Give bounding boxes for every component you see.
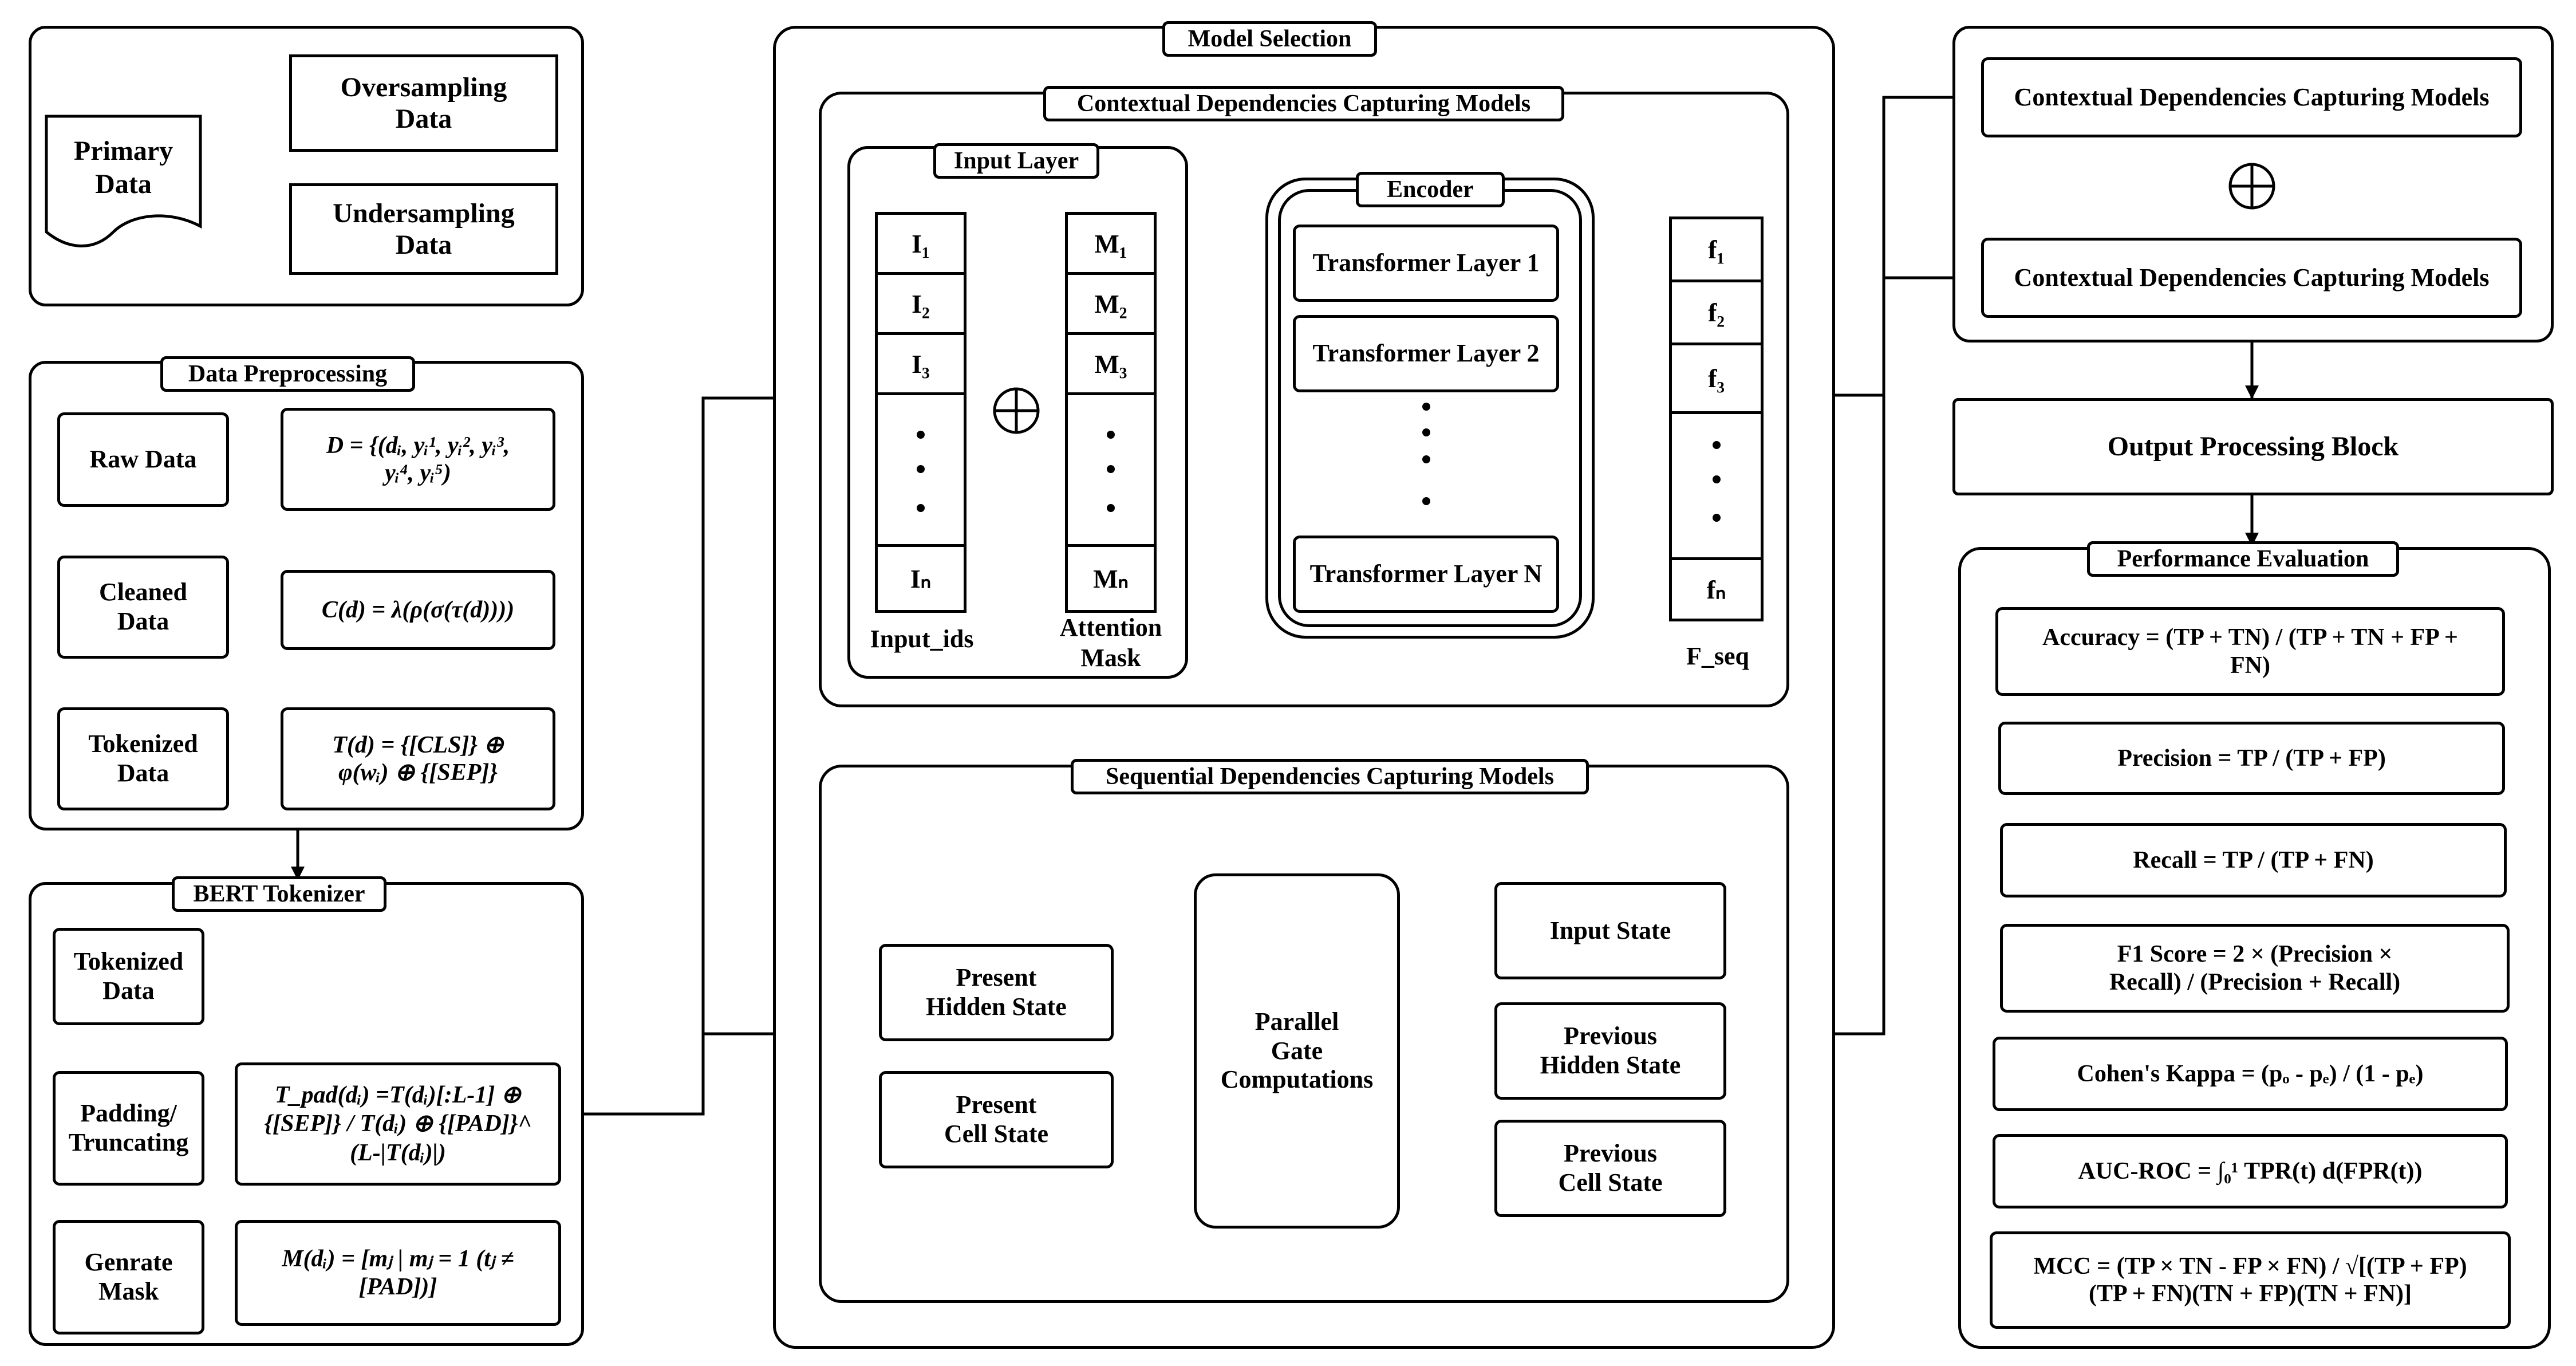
input-layer-title: Input Layer: [933, 143, 1099, 179]
encoder-title: Encoder: [1356, 172, 1505, 207]
input-id-cell: I₂: [875, 272, 967, 335]
ellipsis-dot: [1107, 431, 1115, 439]
contextual-models-title: Contextual Dependencies Capturing Models: [1043, 86, 1564, 121]
previous-cell-state-box: Previous Cell State: [1494, 1120, 1726, 1217]
sequential-models-title: Sequential Dependencies Capturing Models: [1071, 759, 1589, 794]
contextual-model-box-1: Contextual Dependencies Capturing Models: [1981, 57, 2522, 137]
ellipsis-dot: [1713, 475, 1721, 483]
ellipsis-dot: [1713, 441, 1721, 449]
ellipsis-dot: [917, 431, 925, 439]
transformer-layer-box: Transformer Layer 2: [1293, 315, 1559, 392]
ellipsis-dot: [1107, 465, 1115, 473]
mask-cell: M₂: [1065, 272, 1157, 335]
primary-data-label: Primary Data: [73, 136, 173, 199]
present-hidden-state-box: Present Hidden State: [879, 944, 1114, 1041]
bert-tokenizer-title: BERT Tokenizer: [172, 876, 386, 912]
cleaned-data-formula: C(d) = λ(ρ(σ(τ(d)))): [281, 570, 555, 650]
mcc-metric: MCC = (TP × TN - FP × FN) / √[(TP + FP) …: [1990, 1231, 2511, 1329]
auc-roc-metric: AUC-ROC = ∫₀¹ TPR(t) d(FPR(t)): [1993, 1134, 2508, 1208]
tokenized-data-box: Tokenized Data: [57, 707, 229, 810]
input-ids-label: Input_ids: [870, 625, 974, 653]
mask-formula: M(dᵢ) = [mⱼ | mⱼ = 1 (tⱼ ≠ [PAD])]: [235, 1220, 561, 1326]
padding-formula: T_pad(dᵢ) =T(dᵢ)[:L-1] ⊕ {[SEP]} / T(dᵢ)…: [235, 1062, 561, 1186]
f-seq-label: F_seq: [1686, 642, 1749, 670]
f-seq-cell: fₙ: [1669, 557, 1764, 621]
fusion-plus-icon: [2228, 163, 2275, 210]
input-id-cell: I₁: [875, 212, 967, 275]
f-seq-cell: f₂: [1669, 280, 1764, 345]
cleaned-data-box: Cleaned Data: [57, 556, 229, 659]
tokenized-data-formula: T(d) = {[CLS]} ⊕ φ(wᵢ) ⊕ {[SEP]}: [281, 707, 555, 810]
ellipsis-dot: [1422, 455, 1430, 463]
f-seq-ellipsis-cell: [1669, 411, 1764, 560]
ellipsis-dot: [917, 504, 925, 512]
oversampling-data-box: Oversampling Data: [289, 54, 558, 152]
padding-truncating-box: Padding/ Truncating: [53, 1071, 204, 1186]
parallel-gate-computations-box: Parallel Gate Computations: [1194, 873, 1400, 1229]
f1-score-metric: F1 Score = 2 × (Precision × Recall) / (P…: [2000, 924, 2510, 1013]
ellipsis-dot: [1107, 504, 1115, 512]
ellipsis-dot: [1713, 514, 1721, 522]
cohens-kappa-metric: Cohen's Kappa = (pₒ - pₑ) / (1 - pₑ): [1993, 1037, 2508, 1111]
model-selection-title: Model Selection: [1162, 21, 1377, 57]
transformer-layer-box: Transformer Layer N: [1293, 536, 1559, 613]
bert-tokenized-data-box: Tokenized Data: [53, 928, 204, 1025]
previous-hidden-state-box: Previous Hidden State: [1494, 1002, 1726, 1100]
output-processing-block: Output Processing Block: [1952, 398, 2554, 495]
genrate-mask-box: Genrate Mask: [53, 1220, 204, 1334]
mask-cell: Mₙ: [1065, 544, 1157, 613]
contextual-model-box-2: Contextual Dependencies Capturing Models: [1981, 238, 2522, 318]
recall-metric: Recall = TP / (TP + FN): [2000, 823, 2507, 897]
accuracy-metric: Accuracy = (TP + TN) / (TP + TN + FP + F…: [1995, 607, 2505, 696]
attention-mask-label: Attention Mask: [1059, 613, 1162, 672]
performance-evaluation-title: Performance Evaluation: [2087, 541, 2399, 577]
mask-cell: M₃: [1065, 332, 1157, 395]
raw-data-box: Raw Data: [57, 412, 229, 507]
input-id-cell: I₃: [875, 332, 967, 395]
ellipsis-dot: [1422, 428, 1430, 436]
data-preprocessing-title: Data Preprocessing: [160, 356, 415, 392]
ellipsis-dot: [1422, 497, 1430, 505]
mask-cell: M₁: [1065, 212, 1157, 275]
f-seq-cell: f₃: [1669, 343, 1764, 414]
present-cell-state-box: Present Cell State: [879, 1071, 1114, 1168]
precision-metric: Precision = TP / (TP + FP): [1998, 722, 2505, 795]
input-state-box: Input State: [1494, 882, 1726, 979]
f-seq-cell: f₁: [1669, 216, 1764, 282]
transformer-layer-box: Transformer Layer 1: [1293, 225, 1559, 302]
ellipsis-dot: [1422, 403, 1430, 411]
undersampling-data-box: Undersampling Data: [289, 183, 558, 275]
primary-data-document-shape: [45, 115, 202, 247]
input-id-cell: Iₙ: [875, 544, 967, 613]
ellipsis-dot: [917, 465, 925, 473]
concat-plus-icon: [993, 387, 1040, 434]
raw-data-formula: D = {(dᵢ, yᵢ¹, yᵢ², yᵢ³, yᵢ⁴, yᵢ⁵): [281, 408, 555, 511]
